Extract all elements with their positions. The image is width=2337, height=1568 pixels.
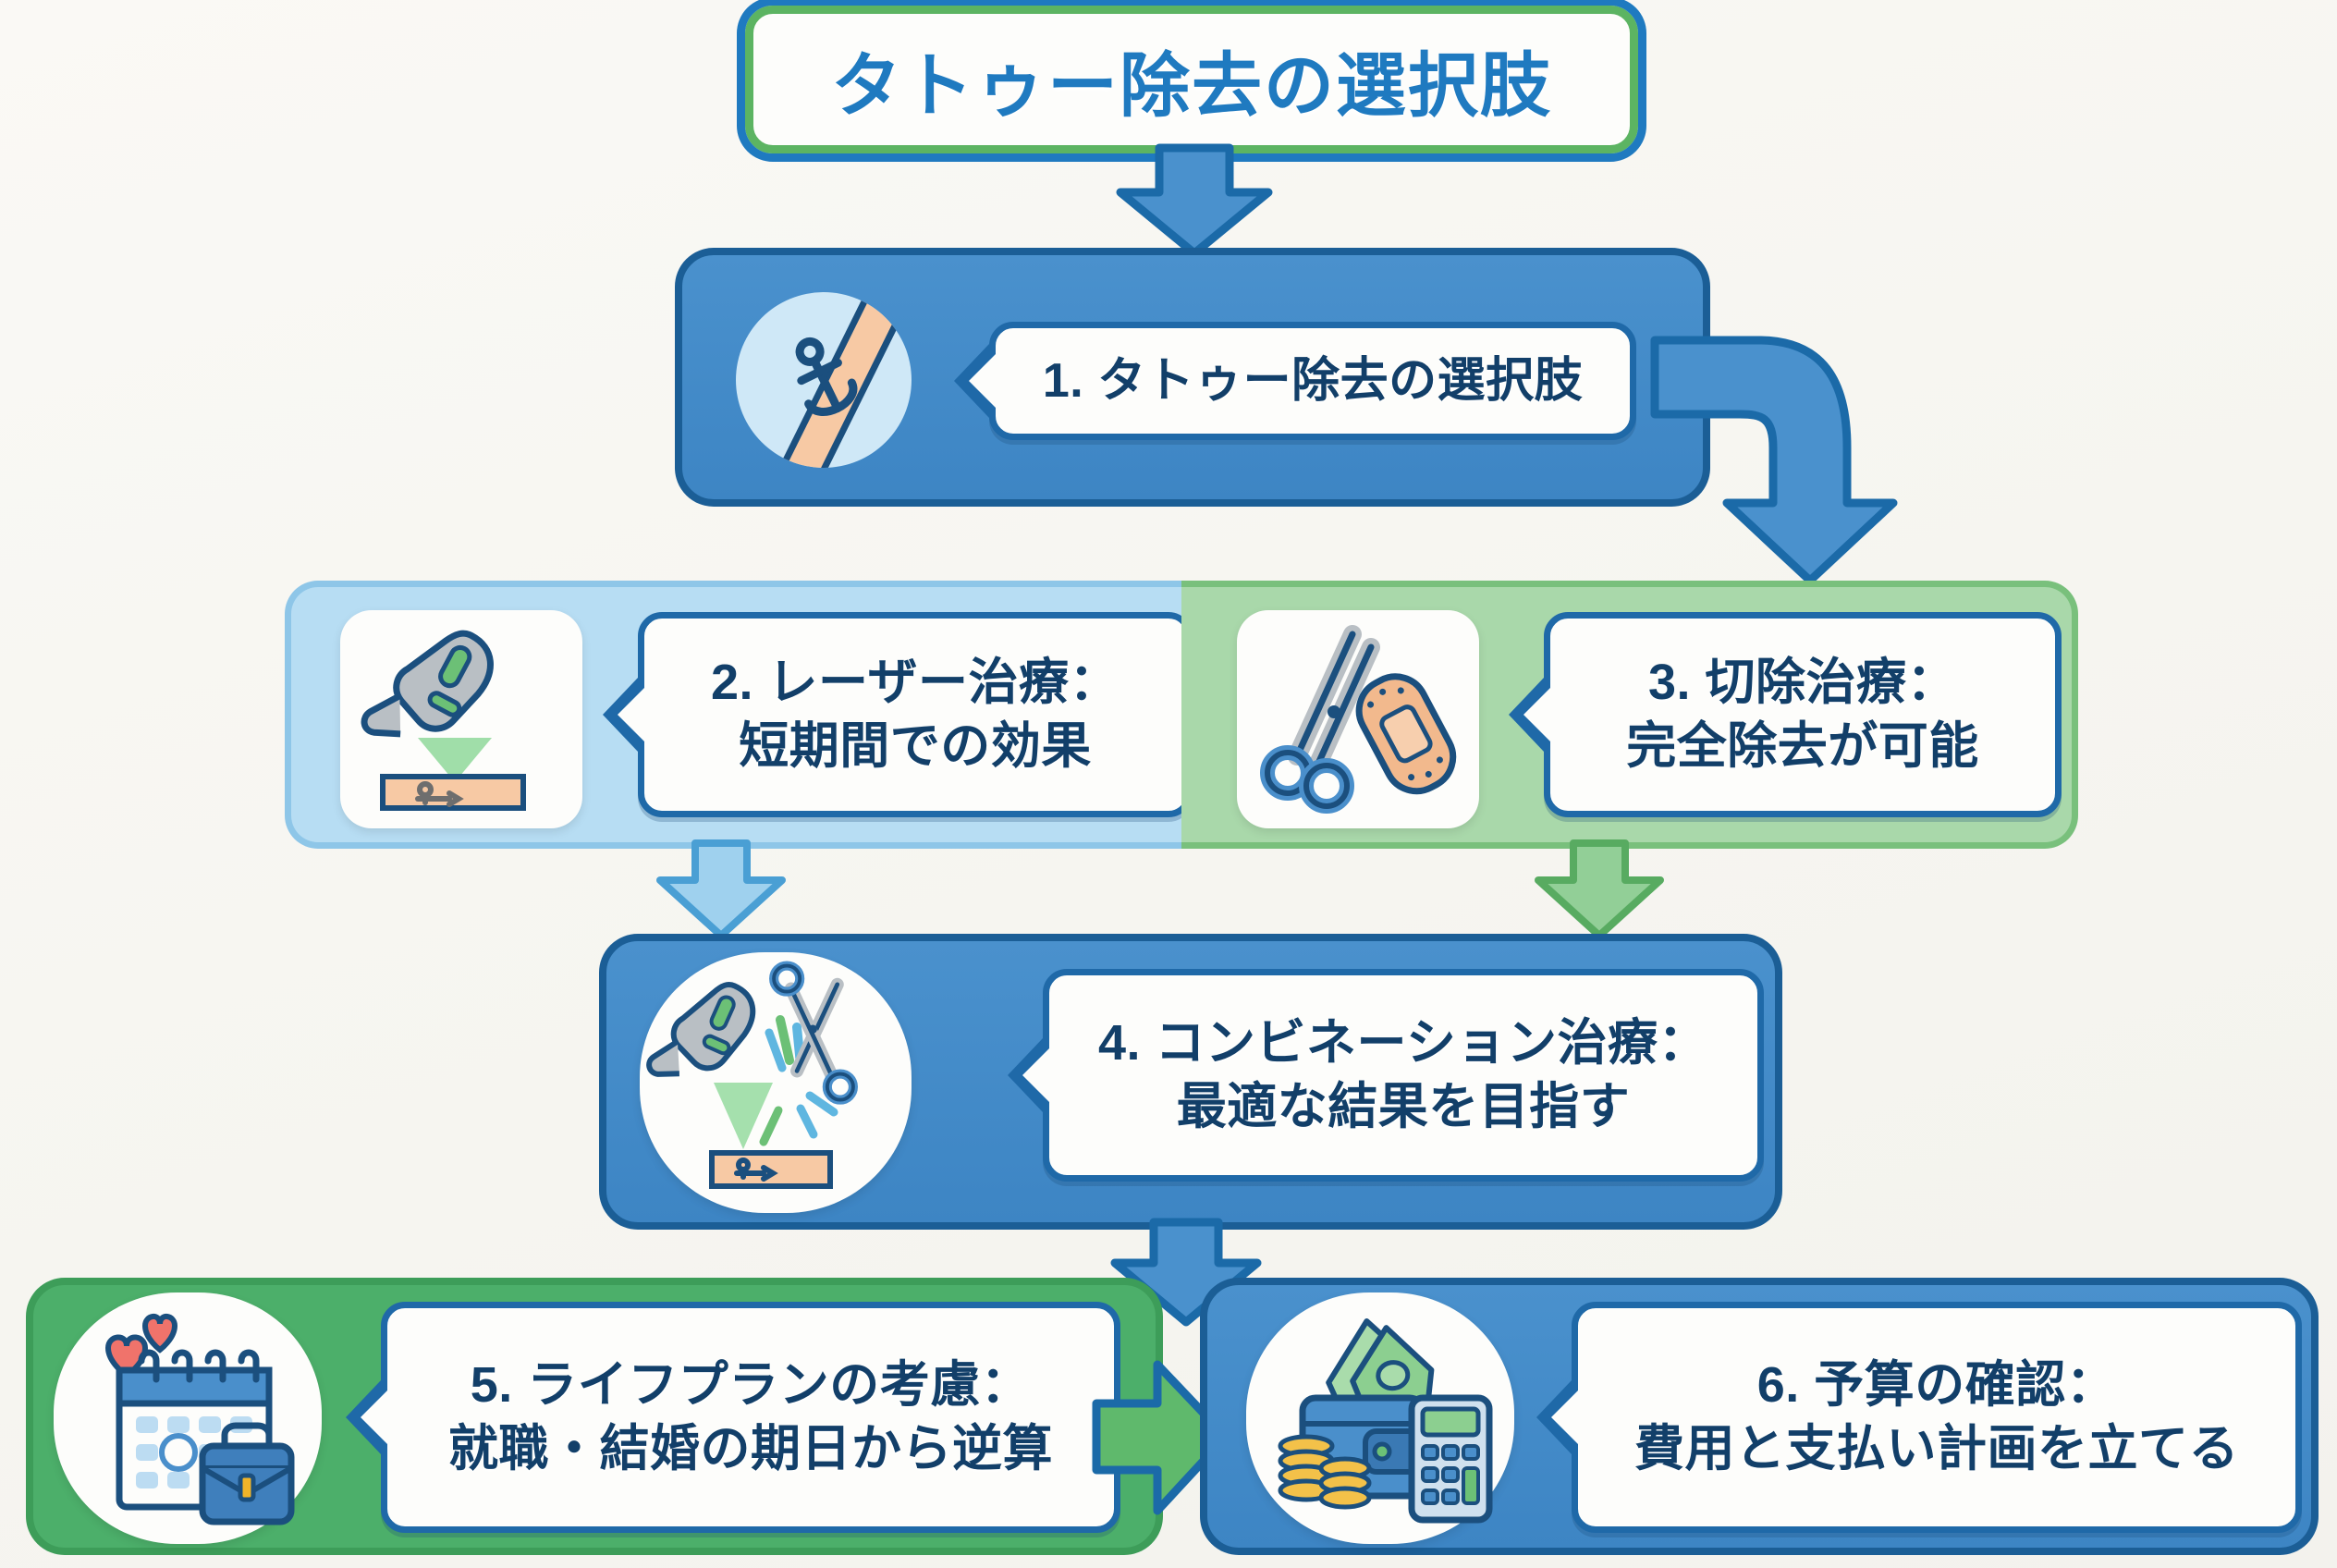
step-5-label: 5. ライフプランの考慮： 就職・結婚の期日から逆算	[448, 1356, 1053, 1476]
step-4-bubble[interactable]: 4. コンビネーション治療： 最適な結果を目指す	[1043, 969, 1764, 1182]
step-2-label: 2. レーザー治療： 短期間での効果	[711, 654, 1120, 774]
connector-step5-to-step6	[1092, 1352, 1235, 1527]
step-3-bubble[interactable]: 3. 切除治療： 完全除去が可能	[1544, 612, 2062, 817]
step-1-label: 1. タトゥー除去の選択肢	[1042, 353, 1584, 408]
step-6-bubble[interactable]: 6. 予算の確認： 費用と支払い計画を立てる	[1572, 1302, 2302, 1533]
laser-device-icon	[340, 610, 582, 828]
connector-step3-to-step4	[1525, 839, 1673, 939]
calendar-briefcase-hearts-icon	[54, 1292, 322, 1544]
laser-and-scissors-icon	[640, 952, 912, 1213]
connector-step2-to-step4	[647, 839, 795, 939]
connector-title-to-step1	[1102, 143, 1287, 258]
step-3-label: 3. 切除治療： 完全除去が可能	[1626, 654, 1979, 774]
scissors-bandage-icon	[1237, 610, 1479, 828]
page-title-text: タトゥー除去の選択肢	[831, 47, 1552, 126]
step-1-bubble[interactable]: 1. タトゥー除去の選択肢	[989, 322, 1636, 440]
wallet-money-calculator-icon	[1246, 1292, 1514, 1544]
connector-step1-to-step3	[1650, 329, 1923, 597]
step-5-bubble[interactable]: 5. ライフプランの考慮： 就職・結婚の期日から逆算	[381, 1302, 1120, 1533]
step-6-label: 6. 予算の確認： 費用と支払い計画を立てる	[1634, 1356, 2239, 1476]
page-title: タトゥー除去の選択肢	[737, 0, 1646, 162]
tattooed-arm-icon	[732, 288, 915, 472]
step-2-bubble[interactable]: 2. レーザー治療： 短期間での効果	[638, 612, 1193, 817]
step-4-label: 4. コンビネーション治療： 最適な結果を目指す	[1098, 1014, 1708, 1134]
